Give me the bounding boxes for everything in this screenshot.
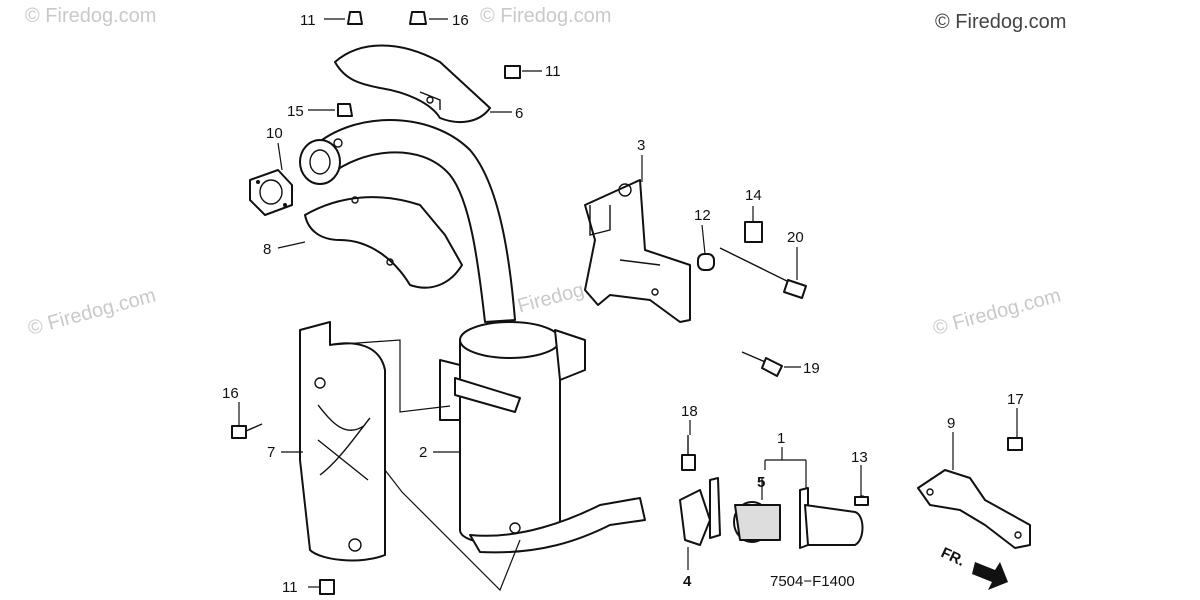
callout-13: 13	[851, 449, 868, 466]
callout-3: 3	[637, 137, 645, 154]
callout-11-top: 11	[300, 12, 316, 29]
rear-bracket-part	[917, 469, 1031, 549]
callout-12: 12	[694, 207, 711, 224]
callout-18: 18	[681, 403, 698, 420]
callout-9: 9	[947, 415, 955, 432]
watermark-top-right: © Firedog.com	[935, 11, 1066, 33]
callout-17: 17	[1007, 391, 1024, 408]
watermark-top-center: © Firedog.com	[480, 5, 611, 27]
watermark-left: © Firedog.com	[26, 285, 159, 340]
nut-14	[744, 221, 763, 243]
upper-heat-shield-part	[334, 44, 491, 124]
long-bolt-20-head	[783, 279, 807, 299]
callout-14: 14	[745, 187, 762, 204]
bolt-18	[681, 454, 696, 471]
front-marker-text: FR.	[938, 544, 967, 570]
callout-2: 2	[419, 444, 427, 461]
bolt-16-left	[231, 425, 247, 439]
muffler-part	[439, 321, 646, 554]
callout-1: 1	[777, 430, 785, 447]
bolt-17	[1007, 437, 1023, 451]
callout-10: 10	[266, 125, 283, 142]
callout-4: 4	[683, 573, 692, 590]
bolt-11-bottom	[319, 579, 335, 595]
outlet-pipe-assembly-part	[679, 477, 867, 549]
lower-heat-shield-part	[304, 196, 463, 289]
muffler-bracket-part	[584, 179, 691, 323]
muffler-protector-part	[299, 321, 386, 562]
callout-16-top: 16	[452, 12, 469, 29]
watermark-top-left: © Firedog.com	[25, 5, 156, 27]
callout-15: 15	[287, 103, 304, 120]
exhaust-gasket-part	[249, 169, 293, 216]
callout-20: 20	[787, 229, 804, 246]
long-bolt-20	[719, 247, 796, 286]
exhaust-pipe-part	[299, 119, 516, 323]
callout-19: 19	[803, 360, 820, 377]
front-direction-arrow: FR.	[938, 544, 1008, 590]
nut-15	[337, 103, 353, 117]
watermark-right: © Firedog.com	[931, 285, 1064, 340]
leader-lines	[238, 18, 1018, 592]
callout-5: 5	[757, 474, 765, 491]
callout-11-bottom: 11	[282, 579, 298, 596]
callout-6: 6	[515, 105, 523, 122]
callouts: 11 16 11 15 6 10 3 14 12 20 8 19 16 18 1…	[222, 12, 1024, 596]
figure-code: 7504−F1400	[770, 573, 855, 590]
callout-7: 7	[267, 444, 275, 461]
bolt-top-16	[409, 11, 427, 25]
callout-11-right: 11	[545, 63, 561, 80]
bolt-13	[854, 496, 869, 506]
washer-12	[697, 253, 715, 271]
bolt-19-head	[761, 357, 783, 377]
callout-8: 8	[263, 241, 271, 258]
bolt-top-11	[347, 11, 363, 25]
bolt-right-11	[504, 65, 521, 79]
callout-16-left: 16	[222, 385, 239, 402]
